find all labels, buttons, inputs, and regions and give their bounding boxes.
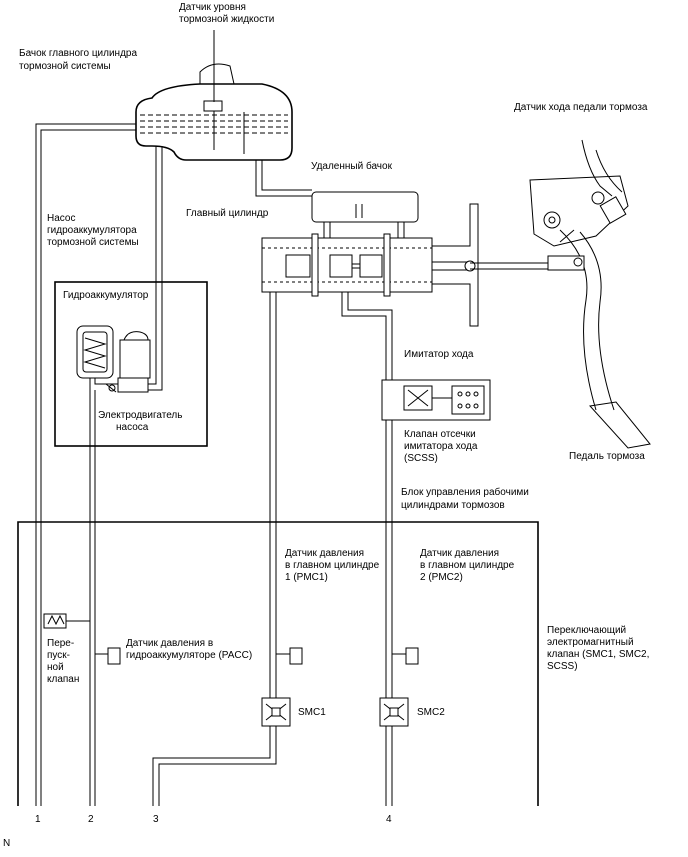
brake-pedal <box>529 139 651 449</box>
label-scss-valve: Клапан отсечки имитатора хода (SCSS) <box>404 429 478 464</box>
scss-line3: (SCSS) <box>404 453 438 464</box>
corner-mark: N <box>3 838 10 849</box>
solenoid-line4: SCSS) <box>547 661 578 672</box>
label-pmc1: Датчик давления в главном цилиндре 1 (PM… <box>285 548 380 583</box>
master-cylinder <box>261 203 548 327</box>
pump-line2: гидроаккумулятора <box>47 225 137 236</box>
label-reservoir: Бачок главного цилиндра тормозной систем… <box>19 48 137 72</box>
fluid-level-sensor-line1: Датчик уровня <box>179 2 246 13</box>
pmc1-line3: 1 (PMC1) <box>285 572 328 583</box>
reservoir-line1: Бачок главного цилиндра <box>19 48 137 59</box>
port-4-label: 4 <box>386 814 392 825</box>
remote-reservoir-label: Удаленный бачок <box>311 160 393 172</box>
label-pmc2: Датчик давления в главном цилиндре 2 (PM… <box>420 548 515 583</box>
smc2-line <box>341 292 491 806</box>
relief-line4: клапан <box>47 674 79 685</box>
brake-pedal-label: Педаль тормоза <box>569 451 645 462</box>
label-pump: Насос гидроаккумулятора тормозной систем… <box>47 213 139 248</box>
pacc-line2: гидроаккумуляторе (PACC) <box>126 650 252 661</box>
relief-line1: Пере- <box>47 638 74 649</box>
label-actuator-unit: Блок управления рабочими цилиндрами торм… <box>401 486 529 511</box>
pump-motor-line1: Электродвигатель <box>98 410 182 421</box>
stroke-simulator-label: Имитатор хода <box>404 349 474 360</box>
smc1-label: SMC1 <box>298 707 326 718</box>
solenoid-line3: клапан (SMC1, SMC2, <box>547 649 649 660</box>
pmc1-line2: в главном цилиндре <box>285 560 380 571</box>
pmc2-line2: в главном цилиндре <box>420 560 515 571</box>
relief-line3: ной <box>47 662 64 673</box>
actuator-unit-line1: Блок управления рабочими <box>401 486 529 498</box>
fluid-level-sensor-line2: тормозной жидкости <box>179 14 274 25</box>
actuator-unit-line2: цилиндрами тормозов <box>401 500 505 511</box>
label-solenoid-valves: Переключающий электромагнитный клапан (S… <box>547 625 649 672</box>
pmc2-line3: 2 (PMC2) <box>420 572 463 583</box>
pump-line1: Насос <box>47 213 75 224</box>
pmc1-line1: Датчик давления <box>285 548 364 559</box>
label-pacc: Датчик давления в гидроаккумуляторе (PAC… <box>126 638 252 661</box>
smc1-line <box>152 292 303 806</box>
solenoid-line1: Переключающий <box>547 625 626 636</box>
pump-motor-line2: насоса <box>116 422 149 433</box>
port-1-label: 1 <box>35 814 41 825</box>
pacc-line1: Датчик давления в <box>126 638 213 649</box>
accumulator-box <box>54 281 208 806</box>
master-cylinder-label: Главный цилиндр <box>186 208 269 219</box>
remote-reservoir <box>311 191 419 238</box>
relief-line2: пуск- <box>47 650 70 661</box>
scss-line2: имитатора хода <box>404 441 478 452</box>
actuator-unit-box <box>17 521 539 806</box>
relief-valve <box>43 613 121 665</box>
solenoid-line2: электромагнитный <box>547 637 634 648</box>
smc2-label: SMC2 <box>417 707 445 718</box>
port-labels: 1 2 3 4 <box>35 814 392 825</box>
pedal-stroke-sensor-label: Датчик хода педали тормоза <box>514 102 648 113</box>
port-2-label: 2 <box>88 814 94 825</box>
label-relief-valve: Пере- пуск- ной клапан <box>47 638 79 685</box>
pump-line3: тормозной системы <box>47 237 139 248</box>
label-fluid-level-sensor: Датчик уровня тормозной жидкости <box>179 2 274 25</box>
port-3-label: 3 <box>153 814 159 825</box>
master-cylinder-reservoir <box>135 30 293 161</box>
reservoir-line2: тормозной системы <box>19 61 111 72</box>
label-pump-motor: Электродвигатель насоса <box>98 410 182 433</box>
supply-lines <box>35 123 312 806</box>
scss-line1: Клапан отсечки <box>404 429 476 440</box>
accumulator-label: Гидроаккумулятор <box>63 290 149 301</box>
pmc2-line1: Датчик давления <box>420 548 499 559</box>
